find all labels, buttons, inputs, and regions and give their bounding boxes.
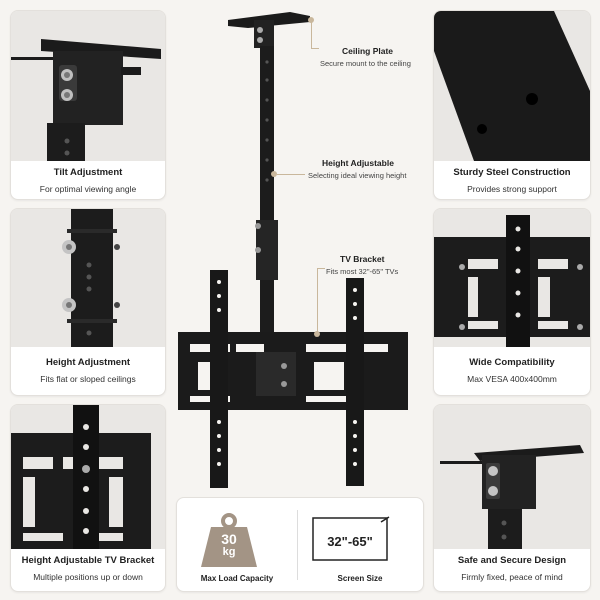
callout-desc: Fits most 32"-65" TVs — [326, 267, 399, 276]
screen-size-value: 32"-65" — [327, 534, 373, 549]
callout-desc: Selecting ideal viewing height — [308, 171, 407, 180]
tilt-adjustment-photo — [11, 11, 165, 161]
product-illustration — [170, 0, 428, 490]
card-desc: Fits flat or sloped ceilings — [40, 374, 136, 384]
card-tilt-adjustment: Tilt Adjustment For optimal viewing angl… — [10, 10, 166, 200]
compatibility-caption: Wide Compatibility Max VESA 400x400mm — [434, 347, 590, 395]
tv-bracket-closeup-photo — [11, 405, 165, 549]
load-number: 30 — [221, 531, 237, 547]
card-title: Tilt Adjustment — [53, 167, 123, 178]
card-desc: Max VESA 400x400mm — [467, 374, 557, 384]
height-adjustment-photo — [11, 209, 165, 347]
ceiling-plate-callout: Ceiling Plate Secure mount to the ceilin… — [320, 46, 411, 68]
callout-title: TV Bracket — [340, 254, 385, 264]
callout-title: Ceiling Plate — [342, 46, 394, 56]
callout-line — [277, 174, 305, 175]
callout-line — [317, 268, 318, 332]
card-title: Height Adjustable TV Bracket — [21, 555, 155, 566]
specs-card: 30 kg Max Load Capacity 32"-65" Screen S… — [176, 497, 424, 592]
load-label: Max Load Capacity — [200, 574, 274, 583]
load-unit: kg — [222, 546, 236, 558]
screen-size-label: Screen Size — [337, 574, 383, 583]
tv-bracket-marker — [314, 331, 320, 337]
card-title: Sturdy Steel Construction — [453, 167, 571, 178]
callout-title: Height Adjustable — [322, 158, 394, 168]
card-desc: Provides strong support — [467, 184, 557, 194]
load-value: 30 kg — [197, 531, 261, 559]
card-sturdy-steel: Sturdy Steel Construction Provides stron… — [433, 10, 591, 200]
steel-pole-photo — [434, 11, 590, 161]
card-title: Height Adjustment — [45, 357, 131, 368]
tilt-adjustment-caption: Tilt Adjustment For optimal viewing angl… — [11, 161, 165, 199]
screen-size-icon — [309, 516, 409, 566]
card-title: Wide Compatibility — [469, 357, 555, 368]
card-desc: Firmly fixed, peace of mind — [461, 572, 563, 582]
card-wide-compatibility: Wide Compatibility Max VESA 400x400mm — [433, 208, 591, 396]
safety-caption: Safe and Secure Design Firmly fixed, pea… — [434, 549, 590, 591]
card-height-adjustment: Height Adjustment Fits flat or sloped ce… — [10, 208, 166, 396]
card-desc: For optimal viewing angle — [39, 184, 137, 194]
height-adjustable-marker — [271, 171, 277, 177]
card-title: Safe and Secure Design — [457, 555, 567, 566]
callout-line — [311, 48, 319, 49]
card-safe-secure: Safe and Secure Design Firmly fixed, pea… — [433, 404, 591, 592]
tv-bracket-caption: Height Adjustable TV Bracket Multiple po… — [11, 549, 165, 591]
steel-caption: Sturdy Steel Construction Provides stron… — [434, 161, 590, 199]
tv-bracket-callout: TV Bracket Fits most 32"-65" TVs — [326, 254, 398, 276]
vesa-bracket-photo — [434, 209, 590, 347]
ceiling-mount-photo — [434, 405, 590, 549]
callout-line — [311, 22, 312, 48]
ceiling-plate-marker — [308, 17, 314, 23]
callout-desc: Secure mount to the ceiling — [320, 59, 411, 68]
height-adjustment-caption: Height Adjustment Fits flat or sloped ce… — [11, 347, 165, 395]
card-desc: Multiple positions up or down — [33, 572, 143, 582]
callout-line — [317, 268, 325, 269]
card-height-adjustable-tv-bracket: Height Adjustable TV Bracket Multiple po… — [10, 404, 166, 592]
height-adjustable-callout: Height Adjustable Selecting ideal viewin… — [308, 158, 406, 180]
specs-divider — [297, 510, 298, 580]
weight-icon — [197, 512, 261, 568]
